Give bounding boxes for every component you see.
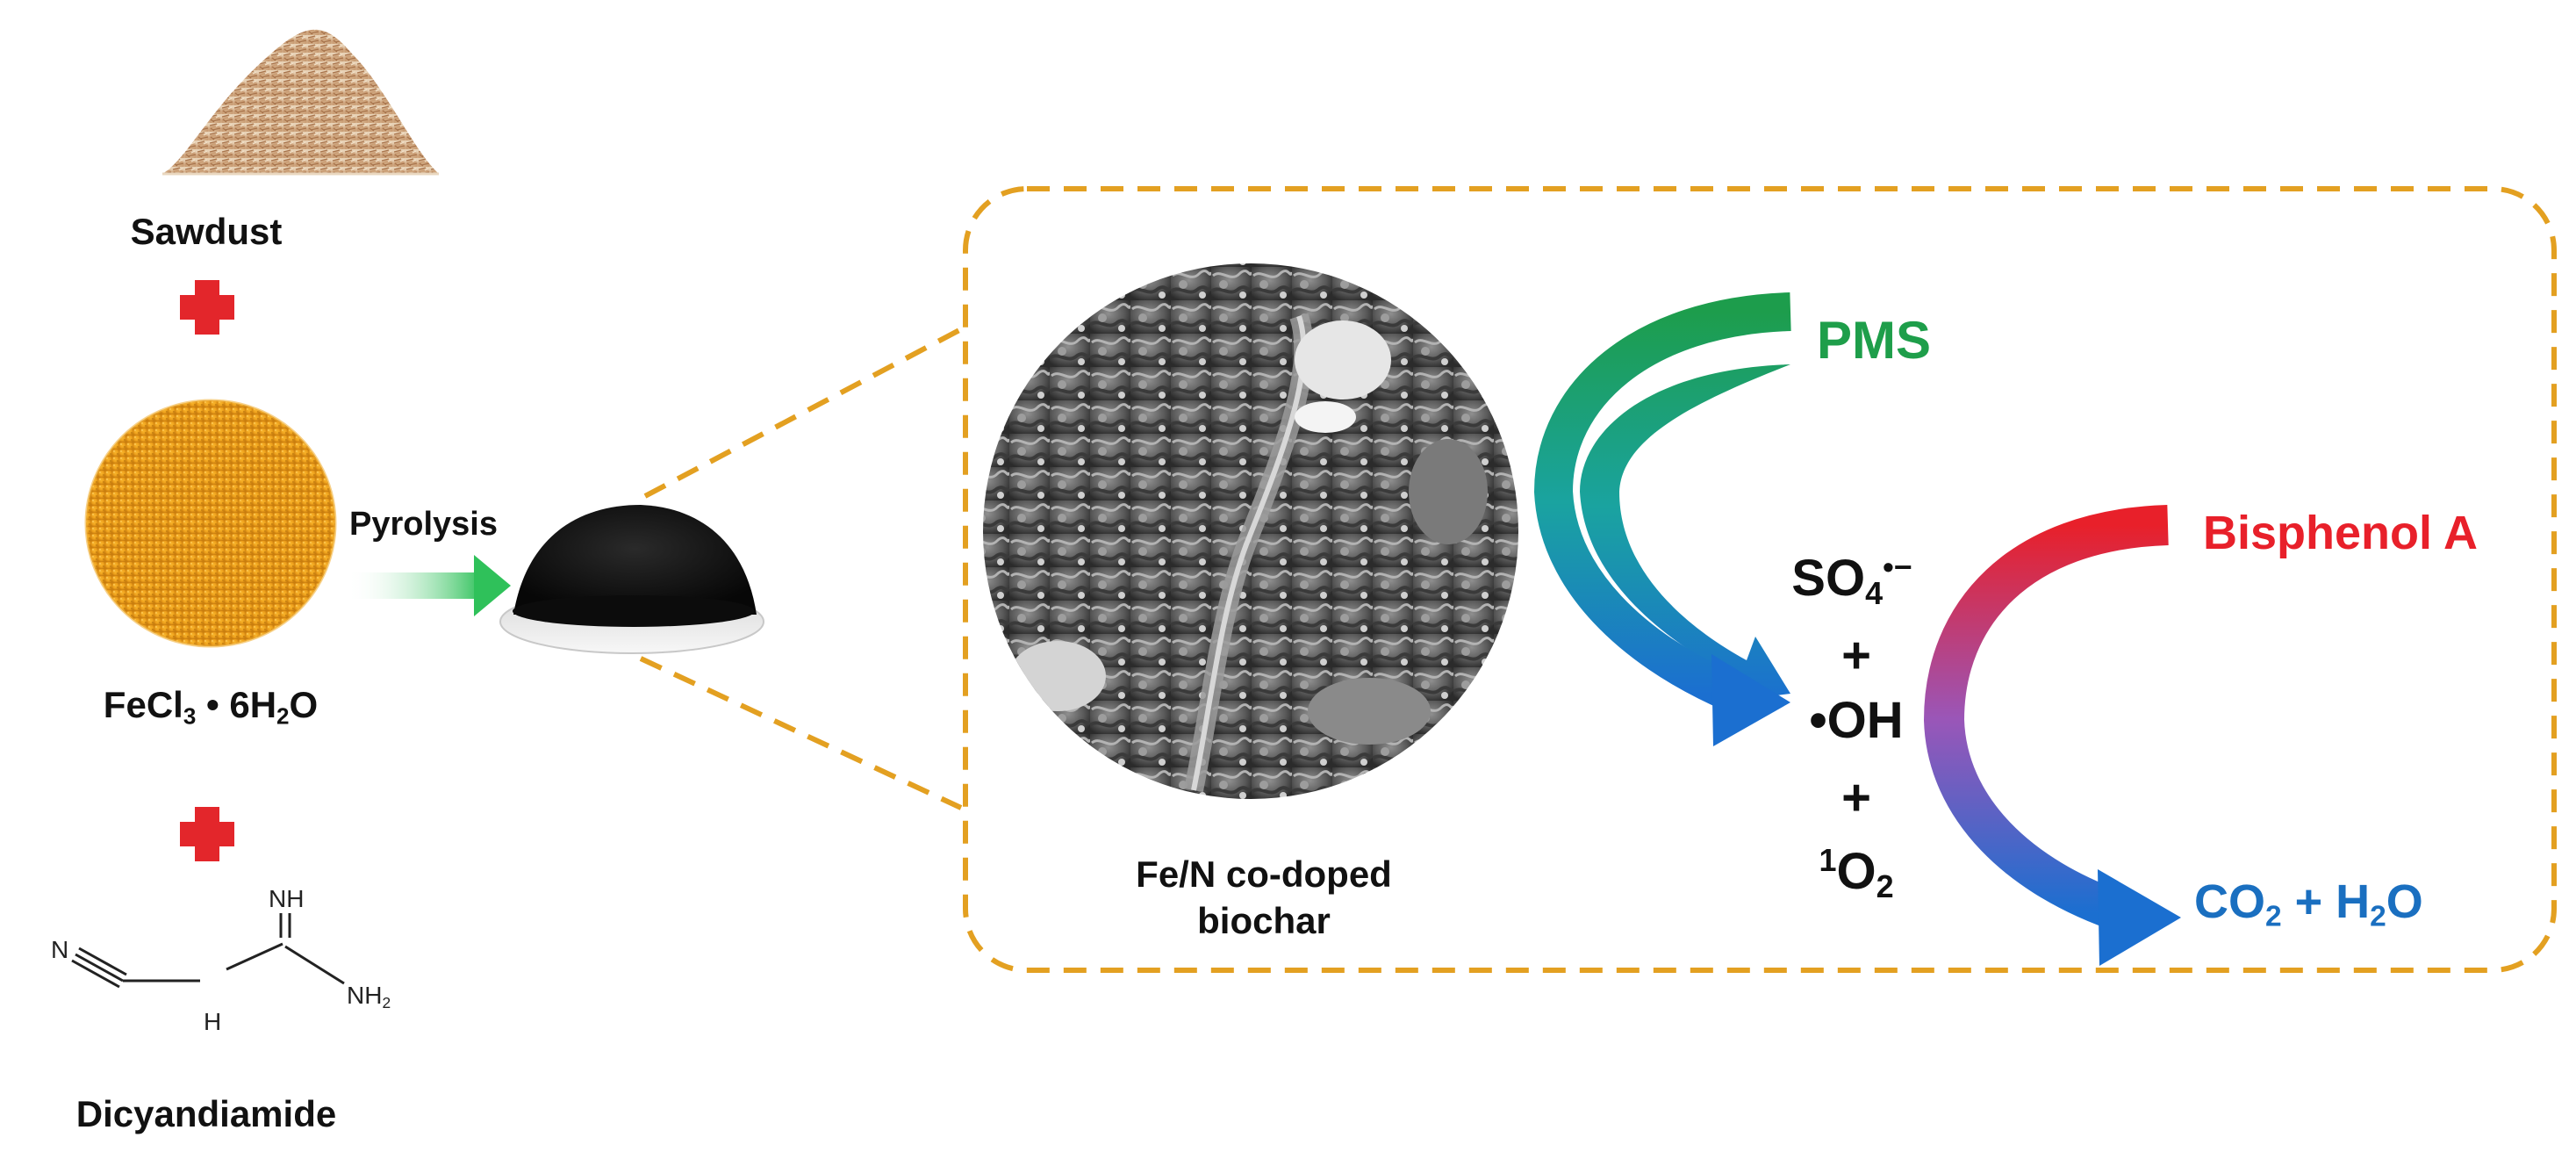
pyrolysis-arrow-icon xyxy=(347,555,511,616)
atom-nh2: NH2 xyxy=(347,982,391,1011)
singlet-oxygen-label: 1O2 xyxy=(1819,842,1894,904)
atom-nh-amine: H xyxy=(204,1008,222,1035)
ferric-chloride-powder-icon xyxy=(84,399,337,648)
zoom-guide-lines xyxy=(639,327,963,810)
sem-micrograph-image xyxy=(983,263,1518,799)
pyrolysis-label: Pyrolysis xyxy=(349,506,498,543)
sawdust-label: Sawdust xyxy=(130,211,283,252)
hydroxyl-radical-label: •OH xyxy=(1809,692,1904,749)
products-label: CO2 + H2O xyxy=(2194,875,2423,933)
sawdust-pile-icon xyxy=(162,29,439,176)
dicyandiamide-label: Dicyandiamide xyxy=(75,1093,337,1134)
plus-symbol-2: + xyxy=(1841,769,1871,826)
plus-symbol-1: + xyxy=(1841,627,1871,684)
dicyandiamide-structure-icon xyxy=(71,913,345,989)
sulfate-radical-label: SO4•− xyxy=(1791,549,1912,611)
pms-activation-arrow-icon xyxy=(1533,292,1791,746)
pms-label: PMS xyxy=(1817,311,1932,370)
ferric-chloride-label: FeCl3 • 6H2O xyxy=(103,684,319,730)
biochar-label-line1: Fe/N co-doped xyxy=(1136,853,1392,895)
bisphenol-a-label: Bisphenol A xyxy=(2203,507,2479,559)
biochar-label: Fe/N co-doped biochar xyxy=(1136,852,1392,944)
biochar-bowl-icon xyxy=(499,505,764,654)
atom-nh-imine: NH xyxy=(269,885,305,912)
mechanism-box xyxy=(963,186,2557,973)
bisphenol-degradation-arrow-icon xyxy=(1923,505,2181,966)
atom-n-nitrile: N xyxy=(51,936,69,963)
plus-sign-icon xyxy=(180,807,234,861)
biochar-label-line2: biochar xyxy=(1197,899,1331,941)
plus-sign-icon xyxy=(180,280,234,335)
